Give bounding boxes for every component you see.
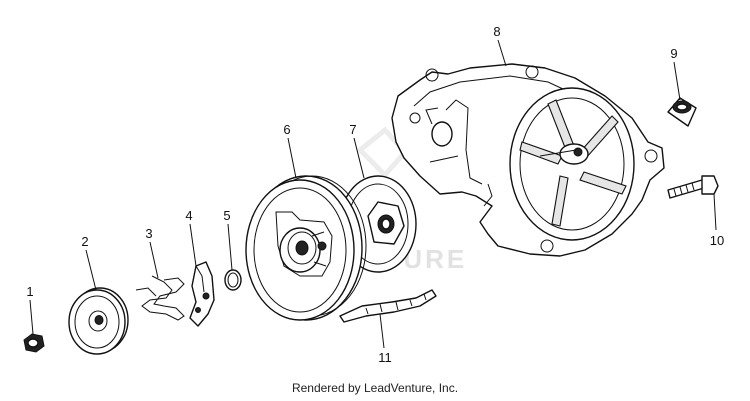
leader-line-8 <box>497 39 507 67</box>
leader-line-9 <box>673 61 681 101</box>
callout-2: 2 <box>81 234 88 249</box>
part-6-pulley <box>245 175 367 321</box>
callout-4: 4 <box>185 208 192 223</box>
part-9-sleeve <box>667 97 697 127</box>
callout-labels: 1 2 3 4 5 6 7 8 9 10 11 <box>26 24 724 365</box>
part-1-nut <box>23 333 45 353</box>
leader-line-5 <box>227 223 233 271</box>
callout-8: 8 <box>493 24 500 39</box>
callout-7: 7 <box>349 122 356 137</box>
part-11-rope <box>339 289 437 323</box>
part-2-cover-plate <box>68 287 129 355</box>
part-4-pawl <box>189 261 215 327</box>
callout-10: 10 <box>710 233 724 248</box>
callout-11: 11 <box>378 350 392 365</box>
part-10-bolt <box>667 175 719 199</box>
callout-3: 3 <box>145 226 152 241</box>
part-3-spring-clip <box>135 275 185 321</box>
callout-9: 9 <box>670 46 677 61</box>
part-8-housing <box>391 63 665 257</box>
leader-line-7 <box>353 137 365 179</box>
callout-1: 1 <box>26 284 33 299</box>
part-5-ring <box>224 269 242 291</box>
callout-5: 5 <box>223 208 230 223</box>
leader-line-10 <box>713 193 717 231</box>
callout-6: 6 <box>283 122 290 137</box>
leader-line-6 <box>287 137 297 179</box>
leader-line-11 <box>379 313 385 349</box>
render-credit: Rendered by LeadVenture, Inc. <box>291 381 459 395</box>
leader-line-3 <box>149 241 159 279</box>
leader-line-2 <box>85 249 97 291</box>
leader-lines <box>29 39 717 349</box>
leader-line-1 <box>29 299 34 335</box>
leader-line-4 <box>189 223 197 267</box>
